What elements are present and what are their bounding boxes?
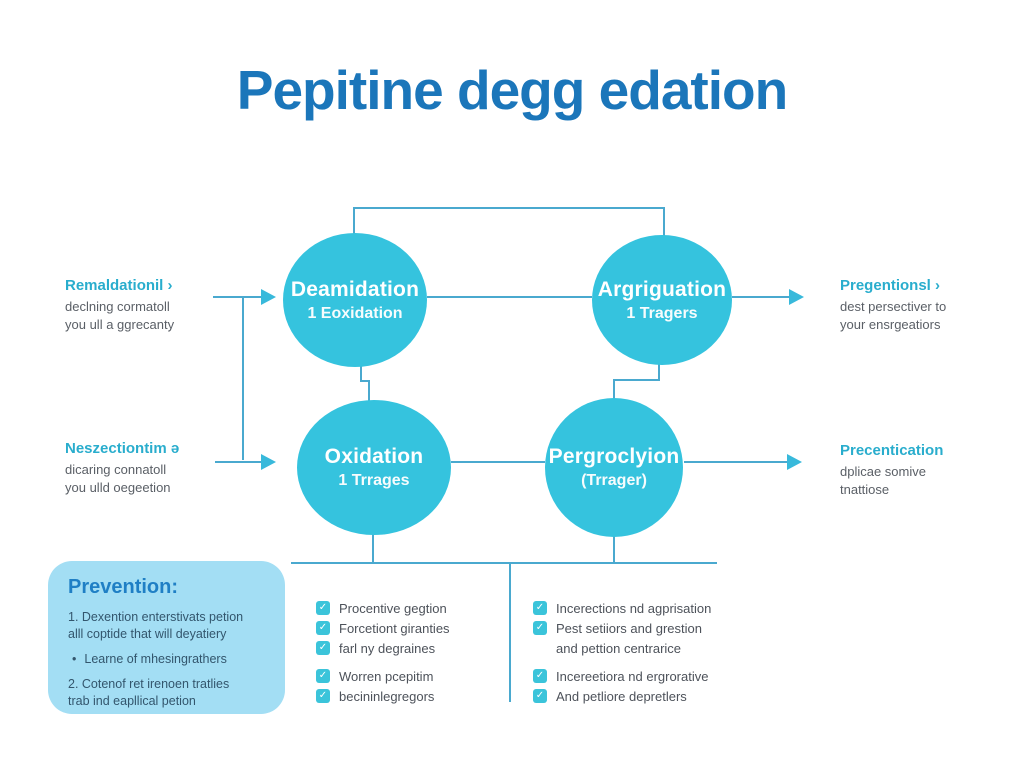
node-title: Oxidation <box>324 445 424 468</box>
note-line: dest persectiver to <box>840 299 947 314</box>
checklist-label: Procentive gegtion <box>339 601 447 616</box>
prevention-line: 2. Cotenof ret irenoen tratlies <box>68 677 230 691</box>
connector-line <box>215 461 263 463</box>
connector-line <box>613 379 660 381</box>
prevention-line: 1. Dexention enterstivats petion <box>68 610 244 624</box>
note-line: you ulld oegeetion <box>65 480 171 495</box>
note-right-top: Pregentionsl › dest persectiver to your … <box>840 277 1000 334</box>
note-heading: Precentication <box>840 442 944 459</box>
connector-line <box>427 296 592 298</box>
note-line: your ensrgeatiors <box>840 317 941 332</box>
checklist-label: Forcetiont giranties <box>339 621 450 636</box>
note-heading: Pregentionsl › <box>840 277 941 294</box>
note-line: dicaring connatoll <box>65 462 167 477</box>
prevention-line: trab ind eapllical petion <box>68 694 196 708</box>
checklist-label: becininlegregors <box>339 689 435 704</box>
checklist-right-group1: ✓ Incerections nd agprisation ✓ Pest set… <box>533 600 711 660</box>
connector-line <box>213 296 263 298</box>
node-deamidation: Deamidation 1 Eoxidation <box>283 233 427 367</box>
note-line: you ull a ggrecanty <box>65 317 175 332</box>
connector-line <box>658 360 660 381</box>
checklist-item: ✓ Pest setiiors and grestion <box>533 620 711 637</box>
prevention-bullet-item: • Learne of mhesingrathers <box>68 651 267 668</box>
note-line: tnattiose <box>840 482 890 497</box>
node-pergroclyion: Pergroclyion (Trrager) <box>545 398 683 537</box>
prevention-panel: Prevention: 1. Dexention enterstivats pe… <box>48 561 285 714</box>
checklist-item: ✓ Worren pcepitim <box>316 668 434 685</box>
checklist-item: ✓ Incereetiora nd ergrorative <box>533 668 708 685</box>
node-title: Pergroclyion <box>548 445 680 468</box>
prevention-line: Learne of mhesingrathers <box>84 652 227 666</box>
checkbox-icon: ✓ <box>316 689 330 703</box>
connector-line <box>613 535 615 564</box>
checklist-label: Worren pcepitim <box>339 669 434 684</box>
page-title: Pepitine degg edation <box>236 59 788 121</box>
connector-line <box>732 296 790 298</box>
checkbox-icon: ✓ <box>533 621 547 635</box>
note-heading: Neszectiontim ə <box>65 440 180 457</box>
node-argriguation: Argriguation 1 Tragers <box>592 235 732 365</box>
checklist-label-continuation: and pettion centrarice <box>556 641 682 656</box>
checklist-label: Incerections nd agprisation <box>556 601 712 616</box>
note-line: dplicae somive <box>840 464 926 479</box>
arrow-right-icon <box>261 454 276 470</box>
note-left-top: Remaldationil › declning cormatoll you u… <box>65 277 235 334</box>
node-title: Deamidation <box>290 277 420 301</box>
prevention-item: 2. Cotenof ret irenoen tratlies trab ind… <box>68 676 267 710</box>
node-subtitle: (Trrager) <box>581 472 647 489</box>
checkbox-icon: ✓ <box>533 689 547 703</box>
connector-line <box>684 461 788 463</box>
checklist-left-group2: ✓ Worren pcepitim ✓ becininlegregors <box>316 668 434 708</box>
connector-line <box>509 562 511 702</box>
connector-line <box>353 207 355 234</box>
checkbox-icon: ✓ <box>533 601 547 615</box>
checkbox-icon: ✓ <box>316 621 330 635</box>
checklist-label: And petliore depretlers <box>556 689 687 704</box>
connector-line <box>663 207 665 236</box>
arrow-right-icon <box>261 289 276 305</box>
note-line: declning cormatoll <box>65 299 170 314</box>
node-subtitle: 1 Tragers <box>626 304 698 322</box>
connector-line <box>451 461 545 463</box>
node-oxidation: Oxidation 1 Trrages <box>297 400 451 535</box>
connector-line <box>242 297 244 460</box>
node-subtitle: 1 Eoxidation <box>307 304 403 322</box>
connector-line <box>353 207 665 209</box>
prevention-title: Prevention: <box>68 576 179 598</box>
connector-line <box>613 379 615 400</box>
note-right-bottom: Precentication dplicae somive tnattiose <box>840 442 1000 499</box>
connector-line <box>291 562 717 564</box>
checklist-left-group1: ✓ Procentive gegtion ✓ Forcetiont girant… <box>316 600 450 660</box>
checkbox-icon: ✓ <box>316 601 330 615</box>
checkbox-icon: ✓ <box>316 641 330 655</box>
connector-line <box>372 533 374 564</box>
checklist-item: ✓ farl ny degraines <box>316 640 450 657</box>
arrow-right-icon <box>787 454 802 470</box>
checklist-label: Incereetiora nd ergrorative <box>556 669 709 684</box>
checklist-item: ✓ Forcetiont giranties <box>316 620 450 637</box>
node-title: Argriguation <box>597 277 727 301</box>
connector-line <box>368 380 370 402</box>
checklist-item: ✓ Incerections nd agprisation <box>533 600 711 617</box>
checkbox-icon: ✓ <box>316 669 330 683</box>
bullet-icon: • <box>72 652 77 666</box>
checklist-item: ✓ And petliore depretlers <box>533 688 708 705</box>
prevention-item: 1. Dexention enterstivats petion alll co… <box>68 609 267 643</box>
note-heading: Remaldationil › <box>65 277 173 294</box>
connector-line <box>360 380 370 382</box>
node-subtitle: 1 Trrages <box>338 472 410 489</box>
arrow-right-icon <box>789 289 804 305</box>
prevention-line: alll coptide that will deyatiery <box>68 627 227 641</box>
checklist-right-group2: ✓ Incereetiora nd ergrorative ✓ And petl… <box>533 668 708 708</box>
checklist-label: Pest setiiors and grestion <box>556 621 702 636</box>
checklist-label: farl ny degraines <box>339 641 436 656</box>
checklist-item: ✓ becininlegregors <box>316 688 434 705</box>
checklist-item: ✓ Procentive gegtion <box>316 600 450 617</box>
note-left-bottom: Neszectiontim ə dicaring connatoll you u… <box>65 440 235 497</box>
connector-line <box>360 362 362 382</box>
checkbox-icon: ✓ <box>533 669 547 683</box>
